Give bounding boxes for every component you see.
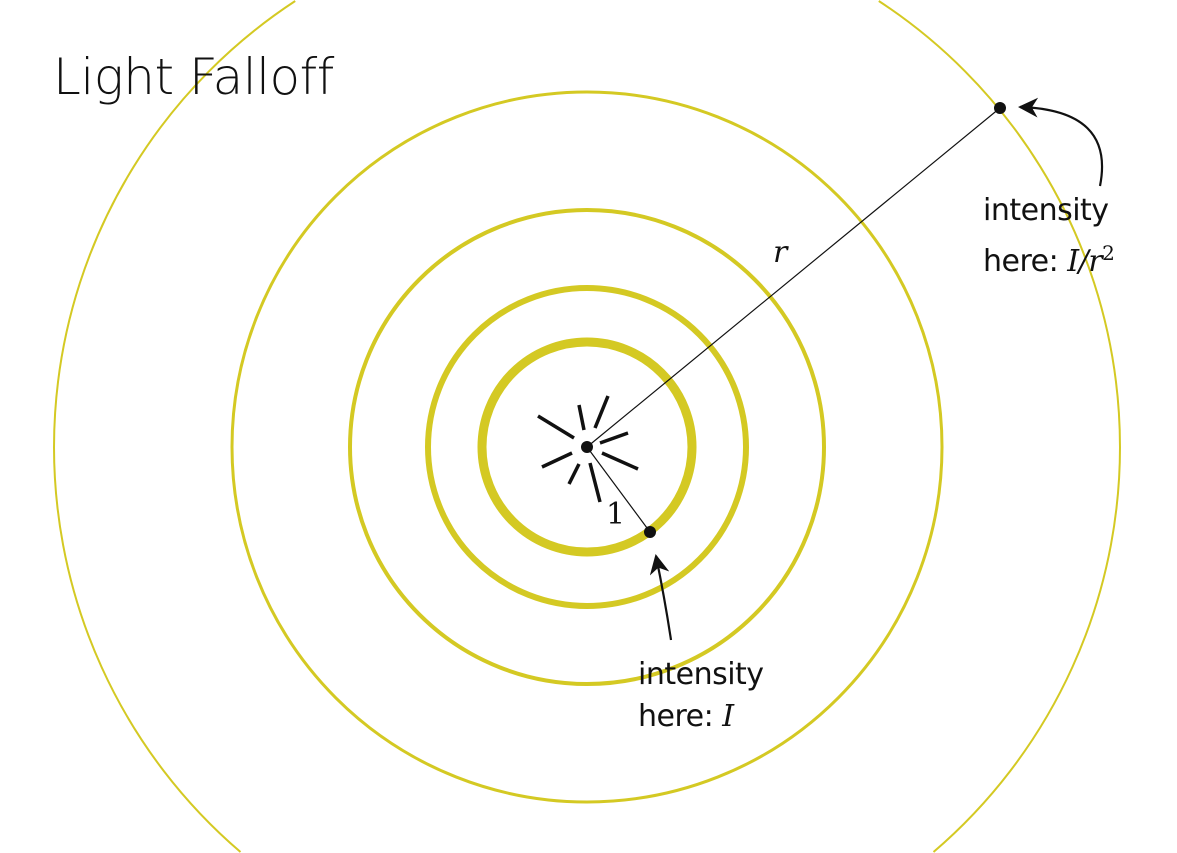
far-label-prefix: here:	[983, 244, 1059, 279]
radius-r-line	[586, 107, 1001, 448]
far-arrow	[1018, 97, 1104, 187]
near-label-prefix: here:	[638, 699, 714, 734]
ring-3	[348, 208, 826, 686]
ring-2	[425, 285, 749, 609]
near-label-line1: intensity	[638, 657, 764, 692]
ring-5-left-arc	[53, 0, 296, 853]
radius-1-line	[586, 446, 651, 533]
far-label-math: I/r	[1067, 244, 1103, 279]
light-source-rays	[537, 395, 639, 503]
near-arrow	[649, 554, 673, 641]
diagram-title: Light Falloff	[53, 48, 334, 106]
unit-distance-label: 1	[606, 497, 625, 532]
near-intensity-label: intensity here: I	[638, 654, 764, 738]
light-source-point	[581, 441, 593, 453]
ring-1	[477, 337, 697, 557]
far-label-exponent: 2	[1102, 241, 1115, 265]
far-label-line1: intensity	[983, 193, 1109, 228]
ring-5-right-arc	[878, 0, 1121, 853]
near-point	[644, 526, 656, 538]
radius-r-label: r	[773, 235, 787, 270]
far-point	[994, 102, 1006, 114]
near-label-math: I	[722, 699, 734, 734]
ring-4	[230, 90, 944, 804]
far-intensity-label: intensity here: I/r2	[983, 190, 1115, 283]
